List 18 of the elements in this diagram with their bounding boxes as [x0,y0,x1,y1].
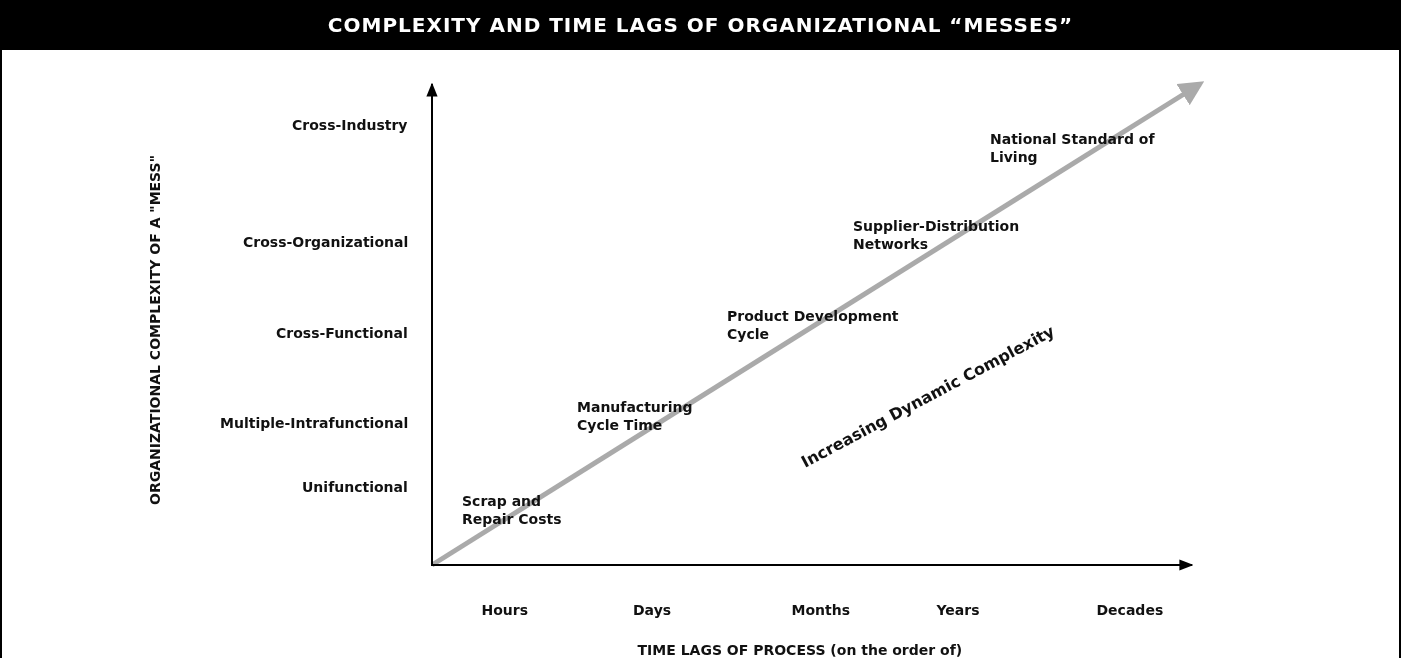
y-tick-label: Multiple-Intrafunctional [220,414,409,432]
point-label: Supplier-Distribution Networks [853,217,1021,253]
x-axis-title: TIME LAGS OF PROCESS (on the order of) [637,641,963,658]
y-tick-label: Cross-Functional [276,324,408,342]
x-tick-label: Days [633,601,672,619]
y-tick-label: Unifunctional [302,478,408,496]
point-label: Manufacturing Cycle Time [577,398,694,434]
x-tick-label: Months [791,601,850,619]
point-label: Scrap and Repair Costs [462,492,563,528]
point-label: Product Development Cycle [727,307,900,343]
x-tick-label: Hours [481,601,529,619]
x-tick-label: Decades [1096,601,1164,619]
point-label: National Standard of Living [990,130,1156,166]
y-tick-label: Cross-Industry [292,116,408,134]
title-banner: COMPLEXITY AND TIME LAGS OF ORGANIZATIONAL “MESSES” [0,0,1401,50]
x-tick-label: Years [936,601,980,619]
y-axis-title: ORGANIZATIONAL COMPLEXITY OF A "MESS" [145,155,164,505]
y-tick-label: Cross-Organizational [243,233,409,251]
